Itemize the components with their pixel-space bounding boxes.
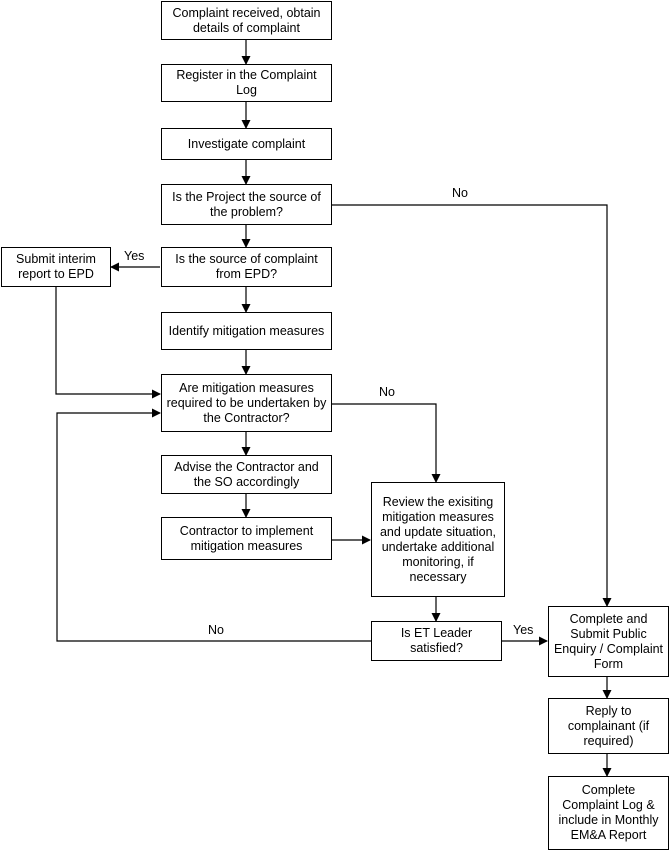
node-label: Investigate complaint bbox=[187, 136, 306, 151]
edge-label-no-project: No bbox=[452, 186, 468, 200]
node-label: Submit interim report to EPD bbox=[16, 252, 96, 281]
node-complaint-received: Complaint received, obtain details of co… bbox=[161, 1, 332, 40]
node-label: Register in the Complaint Log bbox=[176, 68, 317, 97]
node-label: Is the Project the source of the problem… bbox=[172, 189, 321, 219]
node-reply-complainant: Reply to complainant (if required) bbox=[548, 698, 669, 754]
node-label: Complete Complaint Log & include in Mont… bbox=[558, 783, 659, 842]
edge-label-yes-satisfied: Yes bbox=[513, 623, 534, 637]
node-complete-log: Complete Complaint Log & include in Mont… bbox=[548, 776, 669, 850]
node-identify-mitigation: Identify mitigation measures bbox=[161, 312, 332, 350]
node-label: Is ET Leader satisfied? bbox=[400, 626, 473, 655]
edge-label-no-satisfied: No bbox=[208, 623, 224, 637]
edge-label-no-contractor: No bbox=[379, 385, 395, 399]
node-label: Review the exisiting mitigation measures… bbox=[379, 494, 497, 584]
node-advise-contractor: Advise the Contractor and the SO accordi… bbox=[161, 455, 332, 494]
node-project-source-question: Is the Project the source of the problem… bbox=[161, 184, 332, 225]
node-investigate: Investigate complaint bbox=[161, 128, 332, 160]
node-label: Complaint received, obtain details of co… bbox=[172, 5, 321, 35]
edge-label-yes-epd: Yes bbox=[124, 249, 145, 263]
node-label: Contractor to implement mitigation measu… bbox=[179, 523, 314, 553]
arrow-n8-n11 bbox=[331, 403, 441, 483]
node-label: Are mitigation measures required to be u… bbox=[166, 380, 327, 425]
arrow-n4-n13 bbox=[331, 204, 612, 607]
node-contractor-question: Are mitigation measures required to be u… bbox=[161, 374, 332, 432]
node-label: Complete and Submit Public Enquiry / Com… bbox=[553, 611, 664, 671]
node-label: Reply to complainant (if required) bbox=[567, 703, 650, 748]
node-label: Advise the Contractor and the SO accordi… bbox=[174, 459, 319, 489]
node-contractor-implement: Contractor to implement mitigation measu… bbox=[161, 517, 332, 560]
node-review-measures: Review the exisiting mitigation measures… bbox=[371, 482, 505, 597]
arrow-n6-n8 bbox=[55, 287, 161, 399]
node-epd-source-question: Is the source of complaint from EPD? bbox=[161, 247, 332, 287]
node-register-log: Register in the Complaint Log bbox=[161, 64, 332, 102]
node-interim-report: Submit interim report to EPD bbox=[1, 247, 111, 287]
node-complete-form: Complete and Submit Public Enquiry / Com… bbox=[548, 606, 669, 677]
arrow-n12-n8 bbox=[56, 408, 371, 642]
node-et-leader-question: Is ET Leader satisfied? bbox=[371, 621, 502, 661]
node-label: Identify mitigation measures bbox=[168, 323, 325, 338]
node-label: Is the source of complaint from EPD? bbox=[175, 252, 318, 281]
